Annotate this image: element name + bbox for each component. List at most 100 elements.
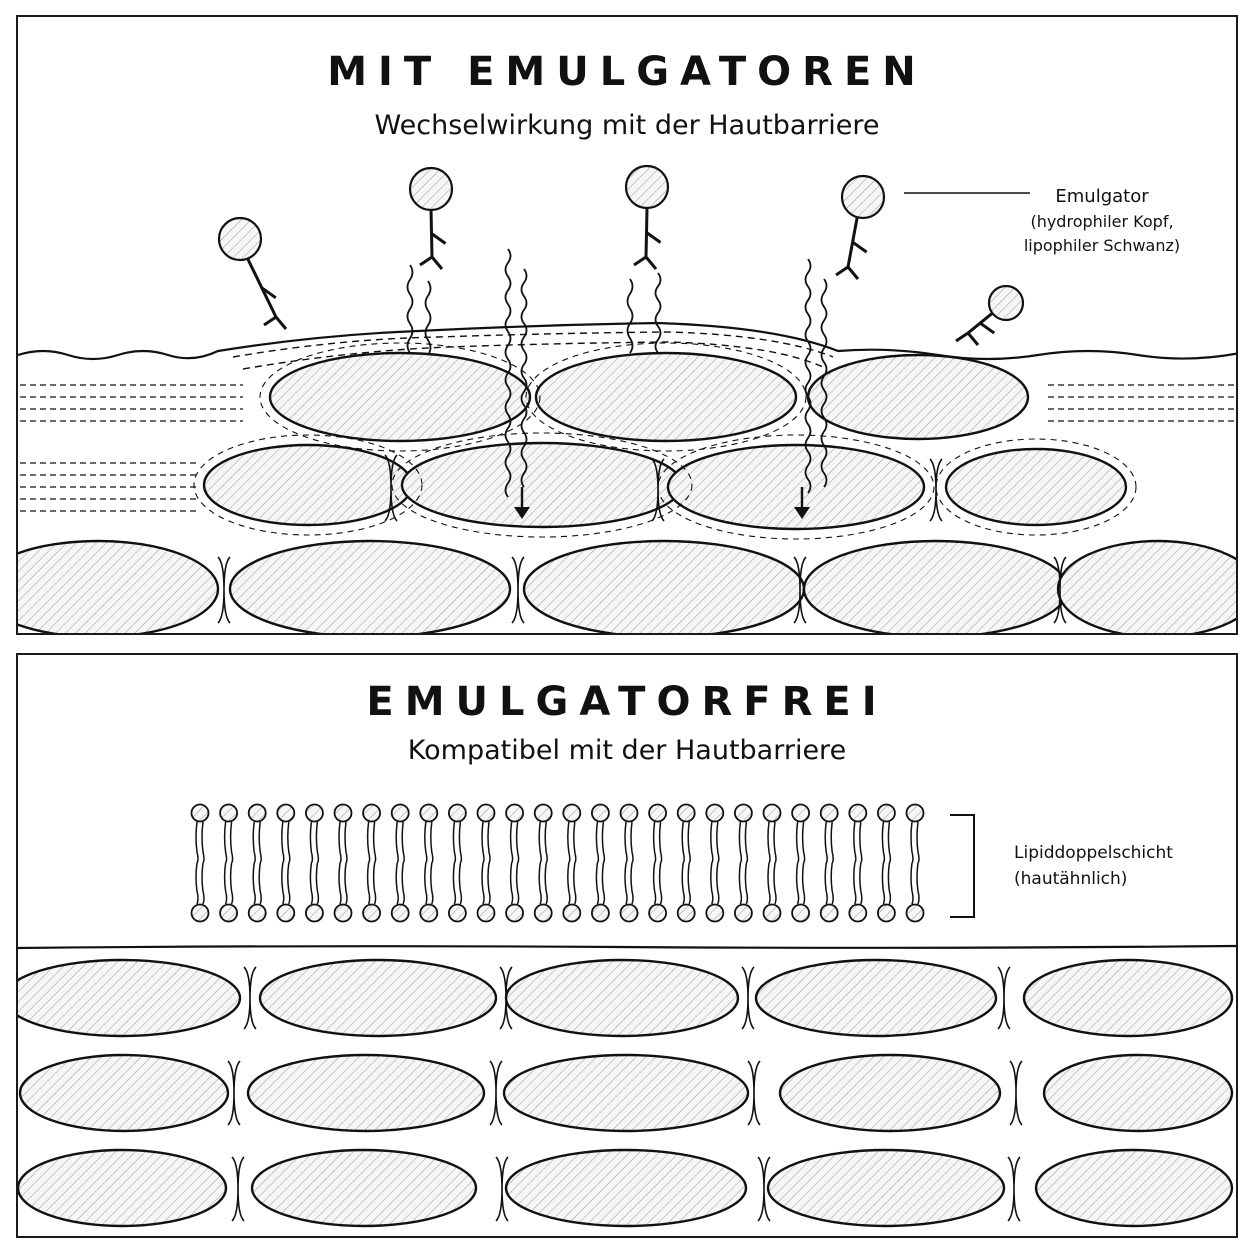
phospholipid-icon bbox=[390, 803, 410, 923]
cell-junction bbox=[499, 966, 513, 1030]
phospholipid-tail bbox=[366, 821, 371, 905]
cell-junction bbox=[489, 1060, 503, 1126]
phospholipid-tail bbox=[344, 821, 348, 905]
phospholipid-icon bbox=[648, 803, 667, 923]
phospholipid-tail bbox=[309, 821, 314, 905]
skin-cell-icon bbox=[1022, 958, 1234, 1038]
phospholipid-head bbox=[505, 903, 525, 923]
phospholipid-tail bbox=[567, 821, 571, 905]
phospholipid-head bbox=[791, 803, 810, 823]
lipophilic-tail-branch bbox=[633, 231, 662, 270]
phospholipid-tail bbox=[424, 821, 428, 905]
lipid-bilayer bbox=[190, 803, 925, 923]
skin-cell-icon bbox=[246, 1053, 486, 1133]
phospholipid-head bbox=[247, 903, 267, 923]
phospholipid-head bbox=[905, 903, 925, 923]
lipophilic-tail bbox=[429, 209, 434, 258]
cell-junctions-group bbox=[227, 966, 1023, 1222]
phospholipid-icon bbox=[705, 803, 725, 923]
phospholipid-head bbox=[190, 803, 210, 823]
emulsifier-molecule-icon bbox=[955, 284, 1025, 346]
lipid-lamellae-sides bbox=[20, 384, 1236, 512]
inserted-tail bbox=[626, 278, 634, 354]
phospholipid-tail bbox=[458, 821, 463, 905]
phospholipid-head bbox=[762, 803, 782, 823]
phospholipid-tail bbox=[881, 821, 886, 905]
phospholipid-tail bbox=[630, 821, 634, 905]
skin-cell-icon bbox=[666, 443, 926, 531]
penetrating-tail bbox=[820, 278, 828, 488]
phospholipid-head bbox=[304, 803, 324, 823]
skin-cells-group bbox=[18, 351, 1236, 633]
phospholipid-tail bbox=[716, 821, 720, 905]
penetrating-tail bbox=[804, 258, 812, 494]
phospholipid-tail bbox=[452, 821, 457, 905]
top-panel-subtitle: Wechselwirkung mit der Hautbarriere bbox=[374, 110, 880, 141]
disrupted-lipid-line bbox=[242, 341, 824, 370]
phospholipid-icon bbox=[734, 803, 753, 923]
phospholipid-head bbox=[304, 903, 324, 923]
phospholipid-head bbox=[676, 803, 696, 823]
phospholipid-head bbox=[619, 903, 639, 923]
emulsifier-label-line2: (hydrophiler Kopf, bbox=[1030, 212, 1174, 231]
cell-junction bbox=[1009, 1060, 1023, 1126]
skin-cell-icon bbox=[400, 441, 684, 529]
skin-surface-line bbox=[18, 321, 1236, 361]
emulsifier-label-line3: lipophiler Schwanz) bbox=[1023, 236, 1181, 255]
phospholipid-head bbox=[619, 803, 639, 823]
phospholipid-tail bbox=[201, 821, 205, 905]
lipophilic-tail bbox=[846, 216, 859, 268]
skin-cell-icon bbox=[258, 958, 498, 1038]
skin-cell-icon bbox=[766, 1148, 1006, 1228]
phospholipid-head bbox=[819, 803, 839, 823]
phospholipid-head bbox=[877, 903, 896, 923]
inserted-tail bbox=[424, 280, 432, 356]
phospholipid-head bbox=[648, 903, 667, 923]
skin-cell-icon bbox=[502, 1053, 750, 1133]
phospholipid-tail bbox=[853, 821, 857, 905]
hydrophilic-head bbox=[217, 216, 263, 262]
phospholipid-tail bbox=[687, 821, 691, 905]
phospholipid-icon bbox=[362, 803, 382, 923]
phospholipid-tail bbox=[281, 821, 285, 905]
disrupted-lipid-outline bbox=[657, 434, 935, 540]
skin-cell-icon bbox=[944, 447, 1128, 527]
skin-barrier-intact-illustration bbox=[18, 803, 1236, 1228]
phospholipid-head bbox=[276, 903, 296, 923]
penetrating-tail bbox=[520, 268, 528, 488]
phospholipid-tail bbox=[515, 821, 520, 905]
phospholipid-tail bbox=[738, 821, 743, 905]
phospholipid-tail bbox=[595, 821, 600, 905]
skin-cell-icon bbox=[778, 1053, 1002, 1133]
phospholipid-tail bbox=[487, 821, 491, 905]
lipophilic-tail-branch bbox=[955, 321, 996, 346]
phospholipid-tail bbox=[710, 821, 714, 905]
cell-junction bbox=[231, 1156, 245, 1222]
skin-cell-icon bbox=[18, 539, 220, 633]
inserted-tail bbox=[406, 264, 414, 354]
phospholipid-tail bbox=[509, 821, 514, 905]
phospholipid-head bbox=[705, 903, 725, 923]
phospholipid-head bbox=[791, 903, 810, 923]
emulsifier-molecules bbox=[217, 164, 1025, 346]
emulsifier-molecule-icon bbox=[624, 164, 670, 270]
phospholipid-head bbox=[333, 903, 353, 923]
lipophilic-tail bbox=[644, 207, 649, 258]
phospholipid-icon bbox=[905, 803, 925, 923]
skin-surface-line bbox=[18, 944, 1236, 950]
phospholipid-head bbox=[419, 903, 439, 923]
phospholipid-tail bbox=[767, 821, 771, 905]
phospholipid-icon bbox=[676, 803, 696, 923]
cell-junction bbox=[227, 1060, 241, 1126]
phospholipid-head bbox=[734, 803, 753, 823]
phospholipid-head bbox=[562, 903, 582, 923]
phospholipid-tail bbox=[573, 821, 577, 905]
phospholipid-icon bbox=[419, 803, 439, 923]
phospholipid-head bbox=[648, 803, 667, 823]
phospholipid-tail bbox=[229, 821, 234, 905]
phospholipid-tail bbox=[287, 821, 291, 905]
cell-junctions-group bbox=[193, 342, 1137, 624]
phospholipid-tail bbox=[910, 821, 914, 905]
phospholipid-icon bbox=[476, 803, 496, 923]
phospholipid-head bbox=[219, 903, 239, 923]
